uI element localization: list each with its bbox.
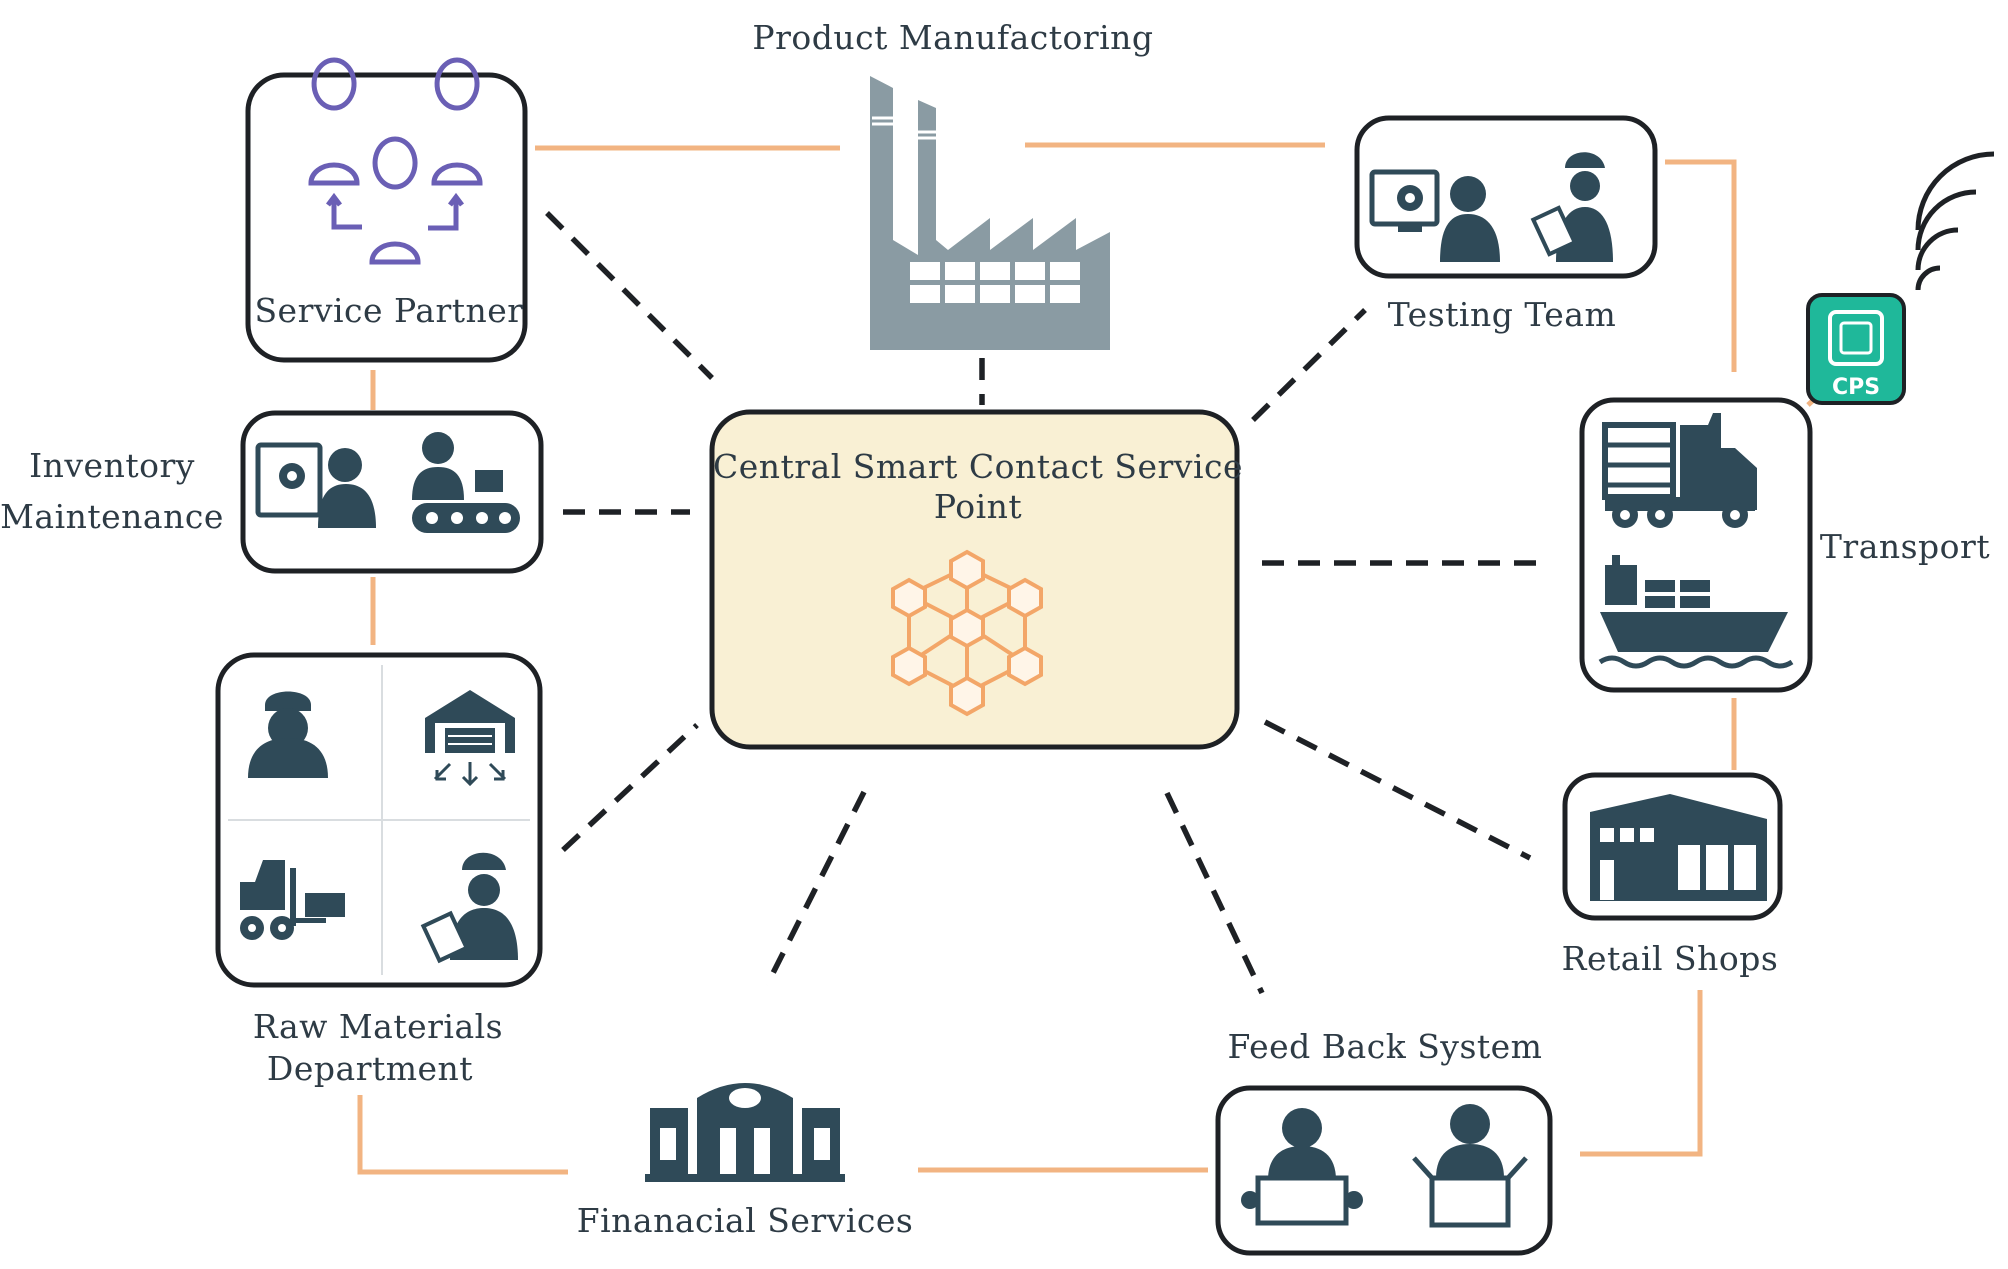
inventory-label-line2: Maintenance (0, 497, 224, 536)
service-partner-box (245, 72, 528, 363)
cps-label: CPS (1832, 375, 1880, 400)
link-financial-raw (357, 1095, 568, 1175)
node-product-manufacturing: Product Manufactoring (752, 18, 1153, 350)
cps-badge: CPS (1806, 151, 1995, 405)
link-testing-transport (1665, 159, 1737, 372)
node-service-partner: Service Partner (245, 57, 528, 363)
dash-service-partner (545, 211, 714, 380)
blockchain-icon (891, 549, 1043, 717)
central-title-line2: Point (934, 487, 1022, 526)
link-retail-feedback (1580, 990, 1703, 1157)
raw-materials-label-line2: Department (267, 1049, 473, 1088)
dash-testing (1251, 308, 1367, 422)
node-financial-services: Finanacial Services (577, 1083, 914, 1240)
dash-financial (764, 790, 867, 987)
dashed-connectors (545, 211, 1550, 995)
wireless-signal-icon (1915, 151, 1995, 291)
engineer-at-computer-icon (1369, 169, 1500, 262)
central-title-line1: Central Smart Contact Service (713, 447, 1243, 486)
cargo-ship-icon (1598, 555, 1794, 669)
node-testing-team: Testing Team (1354, 115, 1658, 334)
product-manufacturing-label: Product Manufactoring (752, 18, 1153, 57)
financial-services-label: Finanacial Services (577, 1201, 914, 1240)
node-inventory-maintenance: Inventory Maintenance (0, 410, 544, 574)
service-partner-label: Service Partner (254, 291, 523, 330)
node-raw-materials: Raw Materials Department (215, 652, 543, 1088)
node-retail-shops: Retail Shops (1562, 772, 1783, 978)
central-service-point: Central Smart Contact Service Point (709, 409, 1243, 750)
person-reviewing-icon (1241, 1108, 1363, 1226)
truck-icon (1602, 413, 1757, 528)
factory-icon (870, 76, 1110, 350)
retail-shops-label: Retail Shops (1562, 939, 1779, 978)
warehouse-icon (425, 690, 515, 787)
node-feedback-system: Feed Back System (1215, 1027, 1553, 1256)
transport-label: Transport (1820, 527, 1990, 566)
partners-network-icon (308, 57, 483, 265)
worker-at-computer-icon (255, 442, 376, 528)
orange-connectors (357, 142, 1824, 1175)
testing-team-label: Testing Team (1388, 295, 1617, 334)
node-transport: Transport (1579, 397, 1990, 693)
bank-building-icon (645, 1083, 845, 1182)
dash-feedback (1164, 791, 1265, 995)
worker-icon (248, 691, 328, 778)
conveyor-worker-icon (412, 432, 520, 533)
dash-retail (1263, 719, 1532, 861)
inspector-icon (420, 852, 518, 964)
dash-raw-materials (561, 722, 699, 853)
forklift-icon (240, 860, 345, 940)
inspector-with-clipboard-icon (1530, 152, 1613, 262)
feedback-system-label: Feed Back System (1228, 1027, 1543, 1066)
raw-materials-label-line1: Raw Materials (253, 1007, 503, 1046)
inventory-label-line1: Inventory (29, 446, 195, 485)
store-building-icon (1590, 794, 1767, 901)
person-unboxing-icon (1412, 1104, 1528, 1228)
